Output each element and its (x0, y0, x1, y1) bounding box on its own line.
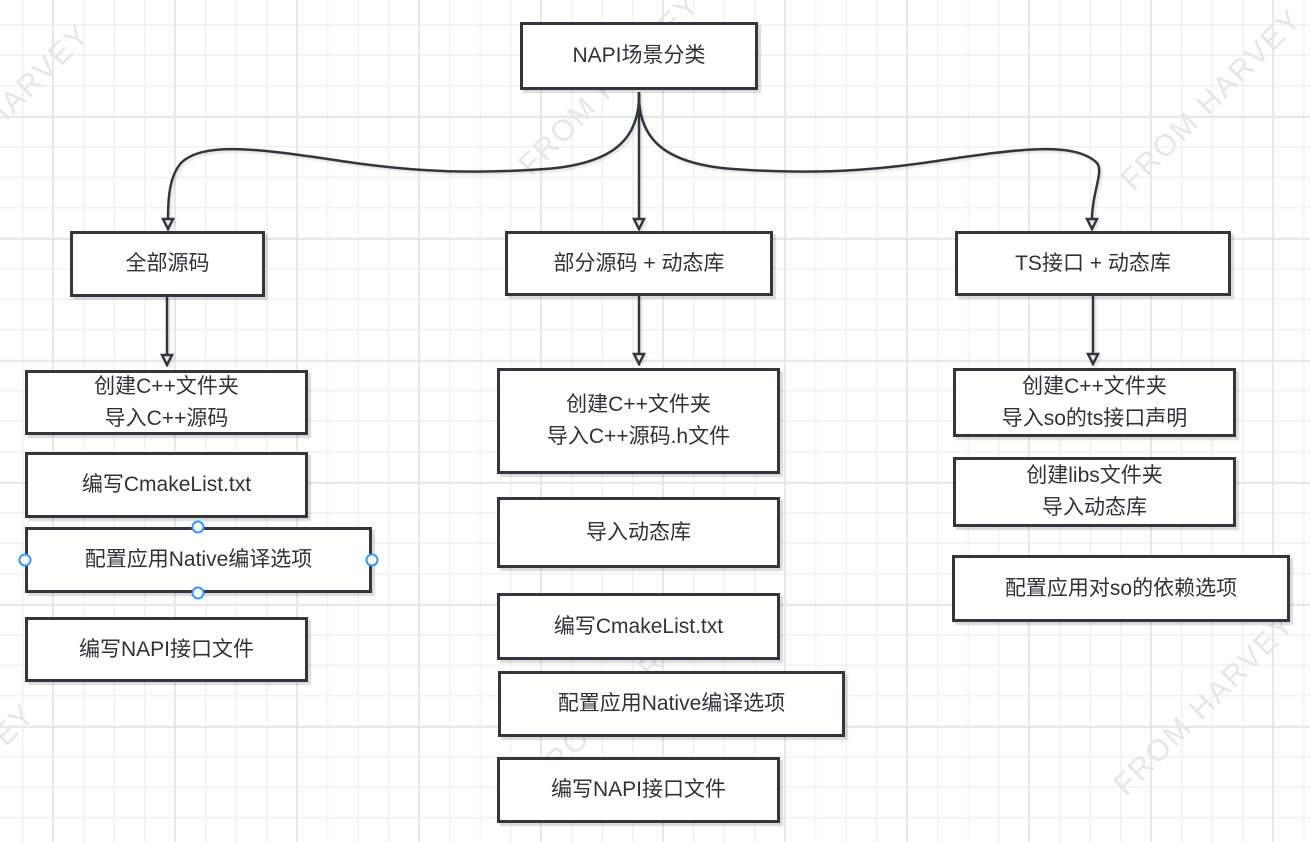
selection-handle-left[interactable] (18, 553, 32, 567)
node-label: 配置应用Native编译选项 (84, 548, 313, 571)
node-write-napi-interface-file-2[interactable]: 编写NAPI接口文件 (497, 757, 780, 823)
node-configure-native-build-options-selected[interactable]: 配置应用Native编译选项 (25, 527, 372, 593)
edge-root-to-all-source[interactable] (168, 92, 641, 220)
selection-handle-top[interactable] (191, 520, 205, 534)
node-label: 部分源码 + 动态库 (553, 251, 725, 275)
node-label: 创建C++文件夹 导入so的ts接口声明 (1001, 374, 1188, 430)
node-import-dynamic-library[interactable]: 导入动态库 (497, 497, 780, 568)
node-label: 编写CmakeList.txt (81, 473, 252, 496)
selection-handle-bottom[interactable] (191, 586, 205, 600)
node-label: 创建libs文件夹 导入动态库 (1026, 464, 1163, 519)
node-configure-native-build-options-2[interactable]: 配置应用Native编译选项 (498, 671, 845, 737)
node-create-cpp-folder-import-source-h[interactable]: 创建C++文件夹 导入C++源码.h文件 (497, 368, 780, 474)
node-write-cmakelist[interactable]: 编写CmakeList.txt (25, 452, 308, 518)
node-label: 创建C++文件夹 导入C++源码.h文件 (546, 393, 731, 448)
selection-handle-right[interactable] (365, 553, 379, 567)
node-ts-interface-dylib[interactable]: TS接口 + 动态库 (955, 231, 1231, 296)
node-create-cpp-folder-import-ts-declaration[interactable]: 创建C++文件夹 导入so的ts接口声明 (953, 368, 1236, 437)
node-label: 全部源码 (125, 252, 210, 275)
node-label: 创建C++文件夹 导入C++源码 (94, 374, 239, 430)
node-label: NAPI场景分类 (572, 44, 706, 67)
node-napi-scenario-classification[interactable]: NAPI场景分类 (520, 22, 758, 90)
edge-root-to-ts-interface[interactable] (637, 92, 1101, 220)
node-all-source[interactable]: 全部源码 (70, 231, 265, 297)
node-create-libs-folder-import-dylib[interactable]: 创建libs文件夹 导入动态库 (953, 457, 1236, 527)
node-label: TS接口 + 动态库 (1015, 251, 1171, 275)
node-configure-so-dependency-options[interactable]: 配置应用对so的依赖选项 (952, 555, 1290, 622)
node-label: 导入动态库 (586, 520, 691, 544)
node-label: 配置应用对so的依赖选项 (1004, 576, 1238, 600)
node-label: 编写NAPI接口文件 (78, 637, 254, 661)
node-create-cpp-folder-import-source[interactable]: 创建C++文件夹 导入C++源码 (25, 370, 308, 435)
node-write-cmakelist-2[interactable]: 编写CmakeList.txt (497, 593, 780, 660)
node-label: 配置应用Native编译选项 (557, 692, 786, 715)
node-partial-source-dylib[interactable]: 部分源码 + 动态库 (505, 231, 773, 296)
node-label: 编写CmakeList.txt (553, 614, 724, 638)
node-label: 编写NAPI接口文件 (550, 778, 726, 801)
node-write-napi-interface-file[interactable]: 编写NAPI接口文件 (25, 617, 308, 682)
